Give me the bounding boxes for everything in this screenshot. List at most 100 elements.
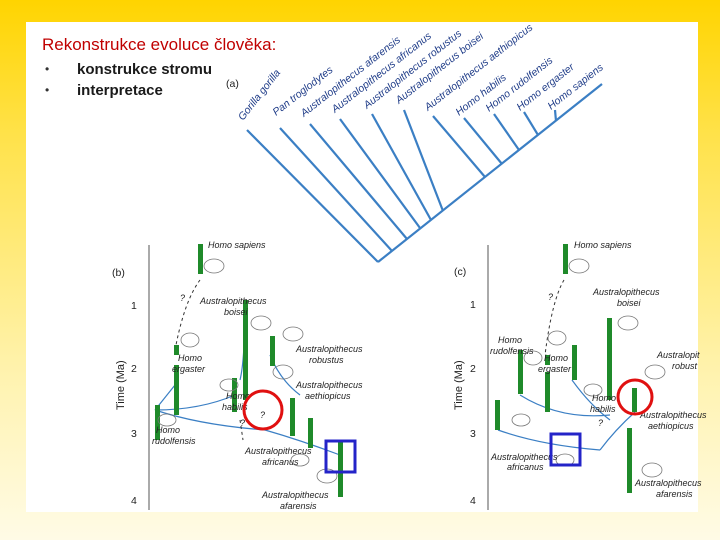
lineage-bar bbox=[627, 428, 632, 493]
species-label: afarensis bbox=[280, 501, 317, 511]
species-label: Homo bbox=[156, 425, 180, 435]
species-label: Homo bbox=[226, 391, 250, 401]
bullet-dot-icon: • bbox=[45, 83, 50, 97]
skull-icon bbox=[511, 413, 531, 427]
species-label: Australopithecus bbox=[592, 287, 660, 297]
species-label: Australopithecus bbox=[639, 410, 707, 420]
lineage-bar bbox=[232, 378, 237, 412]
skull-icon bbox=[523, 350, 543, 366]
question-mark: ? bbox=[548, 292, 553, 302]
species-label: Australopithecus bbox=[295, 344, 363, 354]
skull-icon bbox=[644, 364, 666, 380]
highlight-circle bbox=[242, 389, 284, 431]
species-label: ergaster bbox=[172, 364, 206, 374]
skull-icon bbox=[617, 315, 639, 331]
lineage-bar bbox=[155, 405, 160, 440]
species-label: habilis bbox=[590, 404, 616, 414]
species-label: rudolfensis bbox=[490, 346, 534, 356]
lineage-bar bbox=[174, 345, 179, 355]
skull-icon bbox=[547, 330, 567, 346]
lineage-bar bbox=[545, 372, 550, 412]
species-label: aethiopicus bbox=[648, 421, 694, 431]
uncertain-links bbox=[544, 279, 565, 356]
lineage-bar bbox=[174, 365, 179, 415]
bullet-item: • interpretace bbox=[42, 80, 212, 101]
highlight-circle bbox=[616, 378, 654, 416]
species-label: boisei bbox=[617, 298, 642, 308]
skull-icon bbox=[568, 258, 590, 274]
lineage-bar bbox=[572, 345, 577, 380]
lineage-bar bbox=[243, 300, 248, 400]
bullet-list: •konstrukce stromu • interpretace bbox=[42, 59, 212, 101]
skull-icon bbox=[157, 413, 177, 427]
species-labels: Homo sapiens Australopithecus boisei Hom… bbox=[490, 240, 707, 499]
skull-icon bbox=[219, 378, 239, 392]
uncertain-links bbox=[175, 279, 244, 441]
skull-icons bbox=[511, 258, 666, 478]
lineage-bar bbox=[607, 318, 612, 400]
bullet-text: interpretace bbox=[77, 82, 163, 99]
skull-icon bbox=[250, 315, 272, 331]
figure-panel bbox=[26, 22, 698, 512]
species-label: africanus bbox=[262, 457, 299, 467]
tick-label: 3 bbox=[470, 428, 476, 440]
taxon-labels: Gorilla gorilla Pan troglodytes Australo… bbox=[236, 21, 606, 123]
question-mark: ? bbox=[240, 418, 245, 428]
bullet-dot-icon: • bbox=[45, 62, 50, 76]
species-label: rudolfensis bbox=[152, 436, 196, 446]
species-label: boisei bbox=[224, 307, 249, 317]
highlight-square bbox=[324, 439, 357, 474]
time-axis-label: Time (Ma) bbox=[115, 360, 127, 410]
species-label: ergaster bbox=[538, 364, 572, 374]
cladogram-branches bbox=[246, 83, 603, 263]
skull-icon bbox=[203, 258, 225, 274]
species-label: Australopithecus bbox=[295, 380, 363, 390]
lineage-bar bbox=[308, 418, 313, 448]
tick-label: 3 bbox=[131, 428, 137, 440]
lineage-bar bbox=[270, 336, 275, 366]
skull-icons bbox=[157, 258, 338, 484]
species-label: Australopithecus bbox=[244, 446, 312, 456]
skull-icon bbox=[282, 326, 304, 342]
tick-label: 2 bbox=[131, 363, 137, 375]
species-label: aethiopicus bbox=[305, 391, 351, 401]
species-label: robustus bbox=[309, 355, 344, 365]
species-label: Australopithecus bbox=[199, 296, 267, 306]
skull-icon bbox=[180, 332, 200, 348]
time-axis-label: Time (Ma) bbox=[453, 360, 465, 410]
species-label: Australopithecus bbox=[261, 490, 329, 500]
cladogram-a: (a) Gorilla gorilla Pan troglodytes Aust… bbox=[226, 21, 606, 263]
slide-title: Rekonstrukce evoluce člověka: bbox=[42, 35, 277, 54]
lineage-bar bbox=[518, 350, 523, 394]
skull-icon bbox=[583, 383, 603, 397]
question-mark: ? bbox=[598, 418, 603, 428]
tick-label: 4 bbox=[470, 495, 476, 507]
tick-label: 4 bbox=[131, 495, 137, 507]
species-label: Homo bbox=[592, 393, 616, 403]
lineage-bar bbox=[495, 400, 500, 430]
lineage-bar bbox=[338, 442, 343, 497]
lineage-bar bbox=[563, 244, 568, 274]
lineage-bars bbox=[155, 244, 343, 497]
tick-label: 2 bbox=[470, 363, 476, 375]
species-labels: Homo sapiens Australopithecus boisei Hom… bbox=[152, 240, 363, 511]
skull-icon bbox=[290, 453, 310, 467]
species-label: Homo bbox=[544, 353, 568, 363]
lineage-bar bbox=[632, 388, 637, 412]
species-label: afarensis bbox=[656, 489, 693, 499]
panel-a-label: (a) bbox=[226, 78, 239, 90]
skull-icon bbox=[641, 462, 663, 478]
bullet-item: •konstrukce stromu bbox=[42, 59, 212, 80]
panel-c-label: (c) bbox=[454, 266, 466, 278]
lineage-bar bbox=[290, 398, 295, 436]
tick-label: 1 bbox=[131, 300, 137, 312]
question-mark: ? bbox=[260, 410, 265, 420]
species-label: Homo bbox=[498, 335, 522, 345]
phylogeny-c: (c) Time (Ma) 1 2 3 4 bbox=[453, 240, 707, 510]
species-label: habilis bbox=[222, 402, 248, 412]
lineage-bar bbox=[545, 355, 550, 365]
species-label: Australopit bbox=[656, 350, 700, 360]
species-label: Homo bbox=[178, 353, 202, 363]
